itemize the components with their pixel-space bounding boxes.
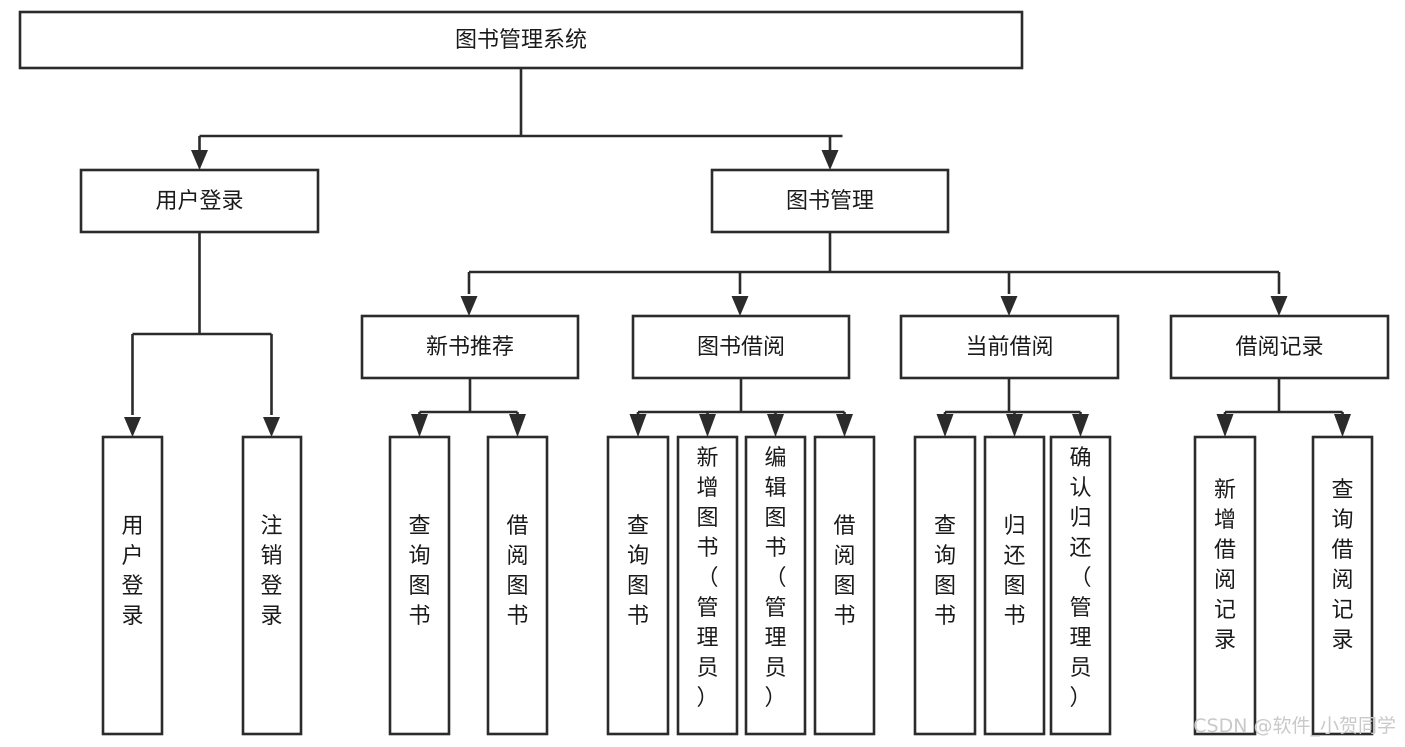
node-label-book-management: 图书管理 — [786, 189, 874, 214]
arrowhead-leaf-borrow-book-1 — [509, 414, 526, 437]
leaf-box-add-borrow-record[interactable] — [1193, 435, 1257, 736]
node-box-new-book-recommend[interactable] — [360, 314, 580, 380]
arrowhead-to-borrow-record — [1270, 296, 1288, 316]
leaf-box-query-borrow-record[interactable] — [1311, 435, 1374, 736]
connector-user-login-trunk — [131, 232, 273, 415]
node-box-user-login[interactable] — [79, 168, 320, 234]
leaf-box-query-book-rec[interactable] — [388, 435, 451, 736]
node-label-new-book-recommend: 新书推荐 — [426, 335, 514, 360]
leaf-box-edit-book-admin[interactable] — [744, 435, 807, 736]
leaf-label-query-borrow-record: 查询借阅记录 — [1331, 478, 1353, 653]
node-root-system[interactable]: 图书管理系统 — [18, 10, 1024, 70]
leaf-box-return-book[interactable] — [983, 435, 1046, 736]
arrowhead-leaf-query-book-2 — [629, 414, 647, 437]
node-label-root: 图书管理系统 — [455, 28, 587, 53]
leaf-add-book-admin[interactable]: 新增图书（管理员） — [676, 435, 739, 736]
arrowhead-to-new-book-rec — [460, 296, 478, 316]
node-label-user-login: 用户登录 — [155, 189, 243, 214]
node-new-book-recommend[interactable]: 新书推荐 — [360, 314, 580, 380]
leaf-box-confirm-return-admin[interactable] — [1049, 435, 1112, 736]
connector-new-book-rec-trunk — [418, 378, 519, 420]
arrowhead-to-current-borrow — [1000, 296, 1018, 316]
arrowhead-leaf-query-book-3 — [936, 414, 954, 437]
leaf-label-query-book-borrow: 查询图书 — [627, 514, 649, 629]
leaf-box-logout[interactable] — [241, 435, 303, 736]
leaf-box-add-book-admin[interactable] — [676, 435, 739, 736]
leaf-box-borrow-book-rec[interactable] — [486, 435, 549, 736]
arrowhead-leaf-query-book-1 — [411, 414, 428, 437]
leaf-query-book-current[interactable]: 查询图书 — [913, 435, 977, 736]
leaf-query-borrow-record[interactable]: 查询借阅记录 — [1311, 435, 1374, 736]
arrowhead-leaf-user-login — [124, 417, 141, 437]
arrowhead-to-book-mgmt — [821, 150, 839, 170]
connector-book-borrow-trunk — [636, 378, 846, 420]
node-current-borrow[interactable]: 当前借阅 — [899, 314, 1120, 380]
leaf-label-user-login: 用户登录 — [121, 514, 143, 629]
leaf-label-confirm-return-admin: 确认归还（管理员） — [1069, 446, 1091, 711]
leaf-label-query-book-current: 查询图书 — [934, 514, 956, 629]
arrowhead-leaf-logout — [263, 417, 280, 437]
node-label-book-borrow: 图书借阅 — [697, 335, 785, 360]
node-user-login[interactable]: 用户登录 — [79, 168, 320, 234]
leaf-label-logout: 注销登录 — [260, 514, 282, 629]
node-label-borrow-record: 借阅记录 — [1235, 335, 1323, 360]
leaf-confirm-return-admin[interactable]: 确认归还（管理员） — [1049, 435, 1112, 736]
leaf-return-book[interactable]: 归还图书 — [983, 435, 1046, 736]
arrowhead-leaf-add-record — [1216, 414, 1234, 437]
node-box-borrow-record[interactable] — [1169, 314, 1390, 380]
node-borrow-record[interactable]: 借阅记录 — [1169, 314, 1390, 380]
leaf-query-book-borrow[interactable]: 查询图书 — [606, 435, 670, 736]
arrowhead-leaf-add-book — [699, 414, 716, 437]
leaf-label-borrow-book-rec: 借阅图书 — [506, 514, 528, 629]
leaf-label-add-book-admin: 新增图书（管理员） — [696, 446, 718, 711]
connector-book-mgmt-trunk — [467, 232, 1281, 294]
arrowhead-to-book-borrow — [731, 296, 749, 316]
node-book-borrow[interactable]: 图书借阅 — [631, 314, 851, 380]
leaf-borrow-book-borrow[interactable]: 借阅图书 — [813, 435, 876, 736]
leaf-box-query-book-borrow[interactable] — [606, 435, 670, 736]
node-box-book-borrow[interactable] — [631, 314, 851, 380]
arrowhead-leaf-confirm-return — [1072, 414, 1089, 437]
node-box-current-borrow[interactable] — [899, 314, 1120, 380]
arrowhead-leaf-edit-book — [767, 414, 784, 437]
leaf-label-borrow-book-borrow: 借阅图书 — [833, 514, 855, 629]
arrowhead-leaf-return-book — [1006, 414, 1023, 437]
node-book-management[interactable]: 图书管理 — [710, 168, 950, 234]
leaf-edit-book-admin[interactable]: 编辑图书（管理员） — [744, 435, 807, 736]
csdn-watermark: CSDN @软件_小贺同学 — [1193, 715, 1396, 737]
leaf-label-edit-book-admin: 编辑图书（管理员） — [764, 446, 786, 711]
connector-layer — [124, 68, 1351, 437]
leaf-logout[interactable]: 注销登录 — [241, 435, 303, 736]
arrowhead-leaf-borrow-book-2 — [836, 414, 853, 437]
leaf-user-login[interactable]: 用户登录 — [101, 435, 164, 736]
leaf-label-query-book-rec: 查询图书 — [408, 514, 430, 629]
connector-borrow-record-trunk — [1223, 378, 1344, 420]
leaf-add-borrow-record[interactable]: 新增借阅记录 — [1193, 435, 1257, 736]
leaf-layer: 用户登录 注销登录 查询图书 借阅图书 查询图书 新增图书（管理员） — [101, 435, 1374, 736]
node-box-root[interactable] — [18, 10, 1024, 70]
leaf-box-query-book-current[interactable] — [913, 435, 977, 736]
node-box-book-management[interactable] — [710, 168, 950, 234]
node-label-current-borrow: 当前借阅 — [965, 335, 1053, 360]
arrowhead-leaf-query-record — [1334, 414, 1351, 437]
leaf-box-user-login[interactable] — [101, 435, 164, 736]
connector-root-trunk — [198, 68, 843, 156]
connector-current-borrow-trunk — [943, 378, 1082, 420]
leaf-query-book-rec[interactable]: 查询图书 — [388, 435, 451, 736]
leaf-label-return-book: 归还图书 — [1003, 514, 1025, 629]
leaf-label-add-borrow-record: 新增借阅记录 — [1214, 478, 1236, 653]
leaf-borrow-book-rec[interactable]: 借阅图书 — [486, 435, 549, 736]
leaf-box-borrow-book-borrow[interactable] — [813, 435, 876, 736]
arrowhead-to-user-login — [191, 150, 208, 170]
